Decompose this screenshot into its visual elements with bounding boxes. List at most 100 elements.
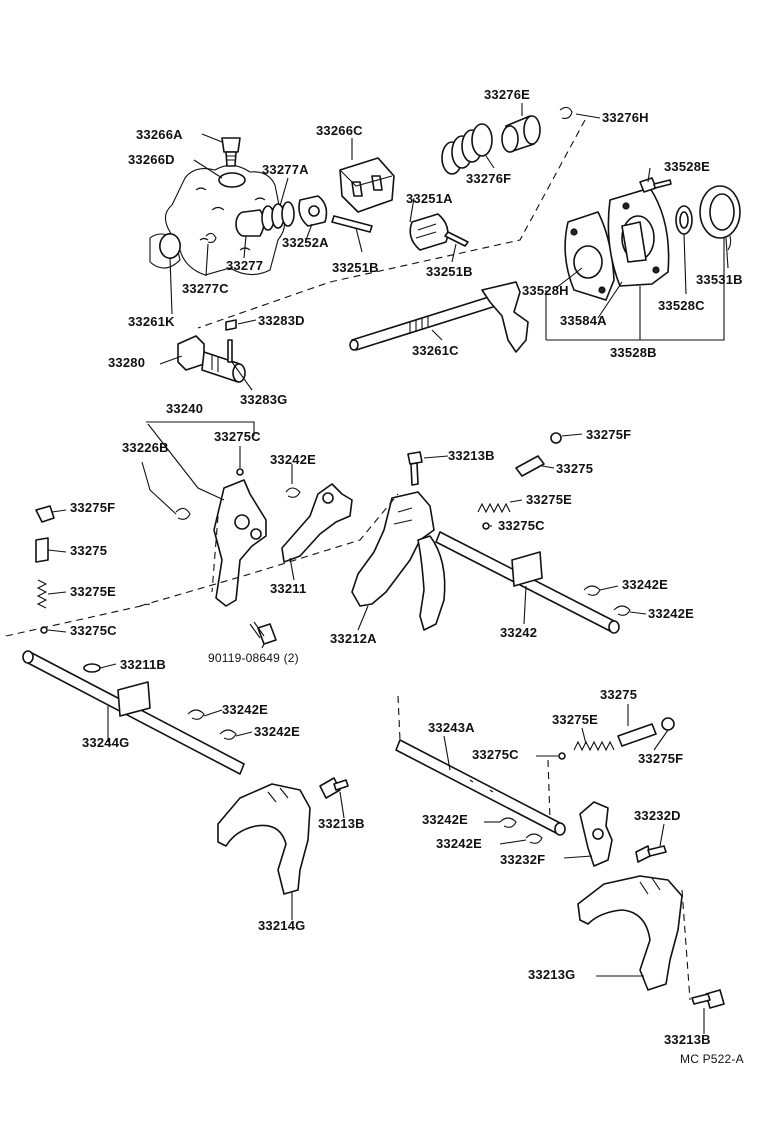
label-33277C: 33277C — [182, 281, 229, 296]
label-33213G: 33213G — [528, 967, 576, 982]
label-33275C-c: 33275C — [70, 623, 117, 638]
label-33584A: 33584A — [560, 313, 607, 328]
label-33211: 33211 — [270, 581, 307, 596]
shift-fork-33213G — [577, 875, 683, 991]
selector-33280 — [177, 335, 246, 383]
label-33275F-b: 33275F — [70, 500, 116, 515]
label-33251A: 33251A — [406, 191, 453, 206]
label-33275-a: 33275 — [556, 461, 594, 476]
detent-spring-33275E-right — [477, 502, 511, 514]
assembly-line-3 — [5, 493, 399, 637]
seal-33528C — [675, 205, 693, 235]
bolt-33528E — [639, 177, 672, 193]
label-90119-08649: 90119-08649 (2) — [208, 651, 299, 665]
gasket-33266D — [218, 172, 246, 188]
fork-rail-33243A — [395, 739, 566, 836]
label-33242E-a: 33242E — [270, 452, 317, 467]
plug-33275F-lower — [661, 717, 675, 731]
label-33275C-d: 33275C — [472, 747, 519, 762]
label-33240: 33240 — [166, 401, 204, 416]
bolt-90119-08649 — [249, 621, 277, 645]
assembly-line-5 — [397, 695, 401, 741]
label-33275F-c: 33275F — [638, 751, 684, 766]
label-33242E-e: 33242E — [254, 724, 301, 739]
detent-pin-33275-right — [515, 455, 545, 477]
plug-33266A — [221, 137, 241, 167]
assembly-line-6 — [547, 759, 551, 821]
label-33531B: 33531B — [696, 272, 743, 287]
plug-33275F-left — [35, 505, 55, 523]
bolt-33232D — [635, 845, 667, 863]
label-33277: 33277 — [226, 258, 264, 273]
assembly-line-4 — [211, 515, 219, 593]
label-33243A: 33243A — [428, 720, 475, 735]
label-33528H: 33528H — [522, 283, 569, 298]
label-33213B-a: 33213B — [448, 448, 495, 463]
leader-lines — [47, 103, 729, 1034]
shift-arm-33240 — [213, 479, 267, 607]
label-33226B: 33226B — [122, 440, 169, 455]
label-33275C-a: 33275C — [214, 429, 261, 444]
ball-33275C — [236, 468, 244, 476]
clip-33242E-right-b — [613, 605, 631, 616]
label-33276E: 33276E — [484, 87, 531, 102]
label-33211B: 33211B — [120, 657, 167, 672]
assembly-line-2 — [681, 889, 691, 1001]
lever-33211 — [281, 483, 353, 563]
bolt-33213B-middle — [319, 777, 349, 799]
clip-33242E-upper — [285, 487, 301, 498]
label-33261K: 33261K — [128, 314, 175, 329]
label-33213B-b: 33213B — [318, 816, 365, 831]
shift-fork-33214G — [217, 783, 311, 895]
label-33261C: 33261C — [412, 343, 459, 358]
label-33232F: 33232F — [500, 852, 546, 867]
label-33242E-b: 33242E — [622, 577, 669, 592]
spring-33277A — [261, 201, 295, 231]
bolt-33213B-lower — [691, 989, 725, 1009]
label-33266A: 33266A — [136, 127, 183, 142]
label-33242: 33242 — [500, 625, 538, 640]
bush-33277 — [235, 209, 265, 237]
shift-head-33251A — [409, 213, 449, 251]
label-33244G: 33244G — [82, 735, 130, 750]
boot-33531B — [699, 185, 741, 251]
label-33252A: 33252A — [282, 235, 329, 250]
clip-33276H — [559, 106, 573, 119]
shift-head-33266C — [339, 157, 395, 213]
label-33275E-b: 33275E — [70, 584, 117, 599]
detent-spring-33275E-left — [36, 579, 48, 609]
label-33528E: 33528E — [664, 159, 711, 174]
label-33212A: 33212A — [330, 631, 377, 646]
label-33214G: 33214G — [258, 918, 306, 933]
label-33266C: 33266C — [316, 123, 363, 138]
label-33276H: 33276H — [602, 110, 649, 125]
label-33280: 33280 — [108, 355, 146, 370]
clip-33242E-lower-b — [525, 833, 543, 844]
label-33277A: 33277A — [262, 162, 309, 177]
label-33528B: 33528B — [610, 345, 657, 360]
pin-33251B-2 — [444, 231, 469, 247]
pin-33251B — [331, 215, 373, 233]
clip-33242E-right-a — [583, 585, 601, 596]
clip-33277C — [205, 232, 217, 244]
label-33275-b: 33275 — [70, 543, 108, 558]
clip-33242E-lower-a — [499, 817, 517, 828]
assembly-line-1 — [197, 119, 586, 329]
seal-33261K — [159, 233, 181, 259]
detent-pin-33275-left — [35, 537, 49, 563]
label-33266D: 33266D — [128, 152, 175, 167]
figure-code: MC P522-A — [680, 1052, 744, 1066]
detent-spring-33275E-lower — [573, 740, 615, 752]
label-33242E-d: 33242E — [222, 702, 269, 717]
fork-rail-33242 — [435, 531, 620, 634]
pin-33283G — [227, 339, 233, 363]
clip-33242E-left-b — [219, 729, 237, 740]
label-33283D: 33283D — [258, 313, 305, 328]
label-33251B-a: 33251B — [332, 260, 379, 275]
lever-33252A — [298, 195, 328, 227]
bolt-33213B-upper — [407, 451, 423, 486]
label-33232D: 33232D — [634, 808, 681, 823]
shift-shaft-33261C — [349, 281, 529, 353]
